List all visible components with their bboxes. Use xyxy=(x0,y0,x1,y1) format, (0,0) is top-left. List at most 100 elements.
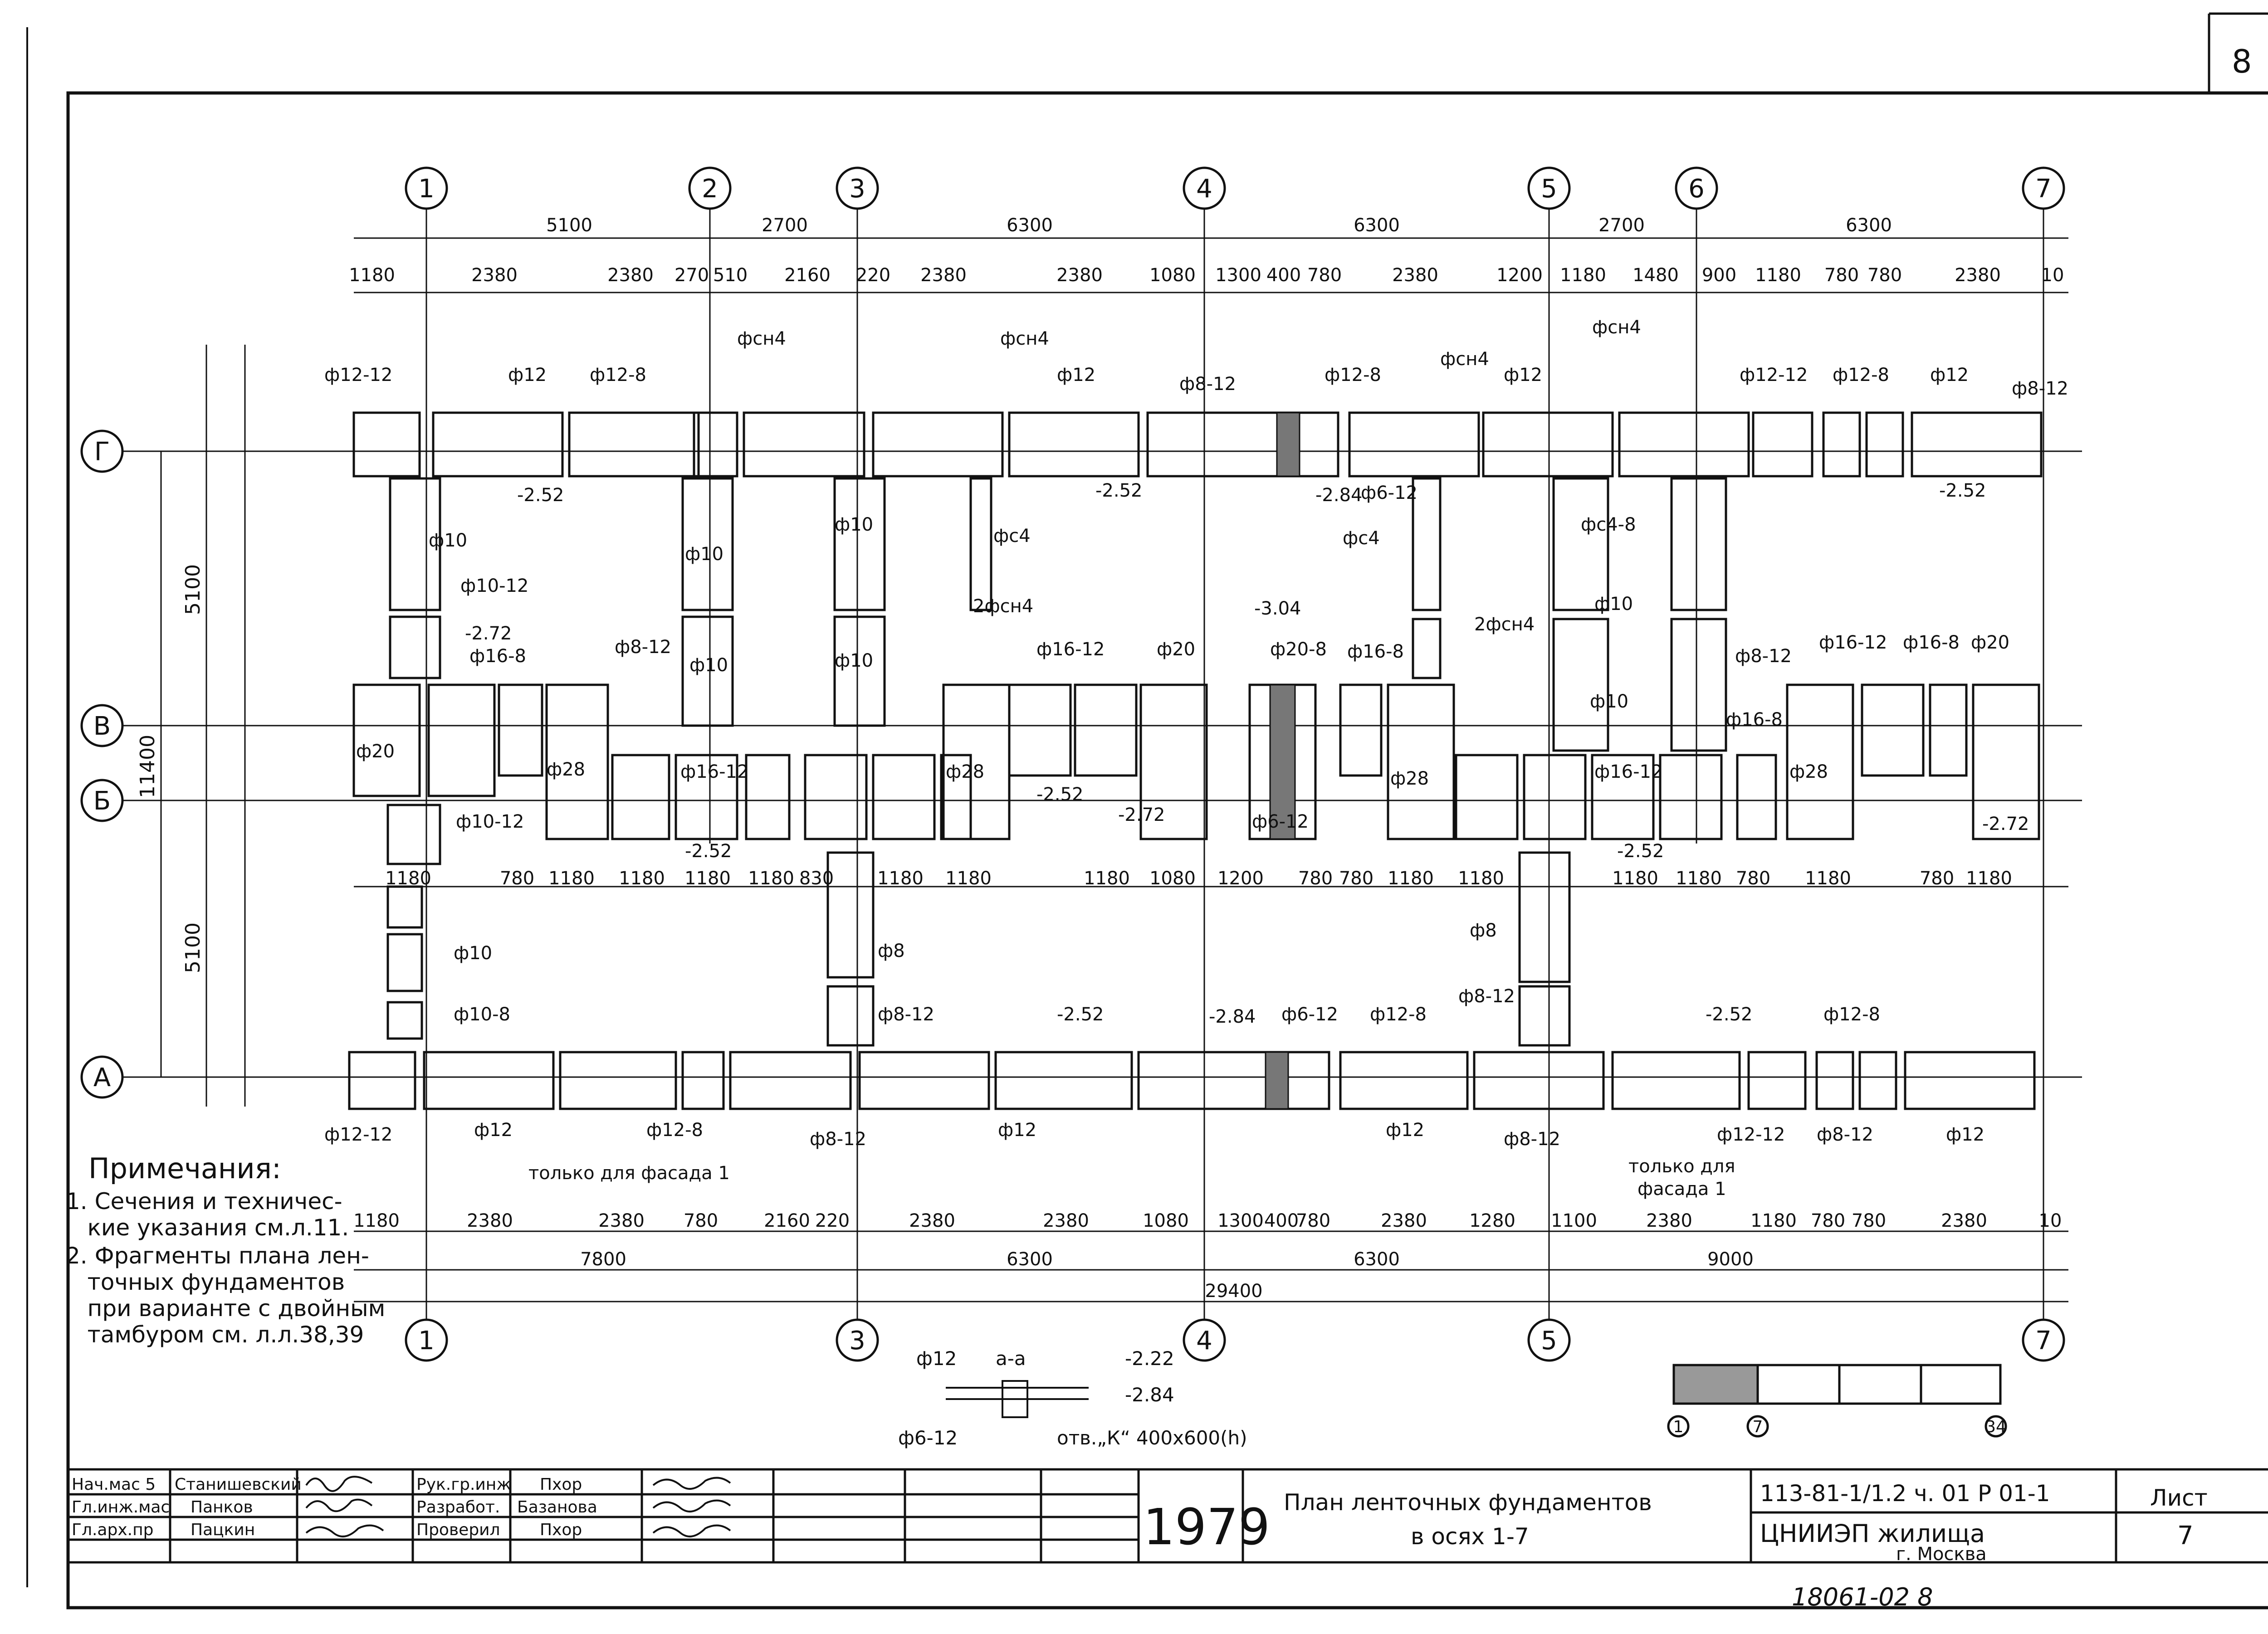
mid-dim: 1180 xyxy=(1612,868,1658,889)
svg-text:5: 5 xyxy=(1541,174,1557,204)
rebar-label: ф12-12 xyxy=(324,1124,392,1145)
tb-sheet-label: Лист xyxy=(2150,1485,2208,1511)
rebar-label: ф8-12 xyxy=(2012,378,2068,399)
rebar-label: ф10-12 xyxy=(456,811,524,832)
span-4-5: 6300 xyxy=(1354,215,1400,236)
svg-text:1: 1 xyxy=(418,1326,435,1356)
bottom-dim: 780 xyxy=(1852,1210,1886,1231)
rebar-label: ф8-12 xyxy=(1504,1129,1560,1150)
total-3-4: 6300 xyxy=(1007,1249,1053,1270)
rebar-label: фсн4 xyxy=(1592,317,1641,338)
top-dim: 2380 xyxy=(471,265,518,286)
rebar-label: ф20-8 xyxy=(1270,639,1327,660)
mid-dim: 1180 xyxy=(1805,868,1851,889)
rebar-label: ф10-8 xyxy=(454,1004,510,1025)
rebar-label: ф28 xyxy=(1390,768,1429,789)
tb-name: Станишевский xyxy=(175,1475,302,1494)
tb-title-2: в осях 1-7 xyxy=(1411,1523,1529,1550)
bottom-dim: 220 xyxy=(815,1210,850,1231)
rebar-label: ф8-12 xyxy=(1179,374,1236,395)
rebar-label: ф12-8 xyxy=(1325,365,1381,385)
section-note: отв.„К“ 400х600(h) xyxy=(1057,1427,1247,1449)
rebar-label: ф10 xyxy=(454,943,492,964)
bottom-dim: 2380 xyxy=(598,1210,645,1231)
svg-text:5: 5 xyxy=(1541,1326,1557,1356)
mid-dim: 780 xyxy=(1736,868,1770,889)
rebar-label: ф16-12 xyxy=(1036,639,1105,660)
hatched-openings xyxy=(1265,412,1300,1110)
tb-role: Разработ. xyxy=(416,1498,500,1517)
tb-code: 113-81-1/1.2 ч. 01 Р 01-1 xyxy=(1760,1480,2050,1507)
rebar-label: ф8 xyxy=(1470,920,1497,941)
rebar-label: ф10 xyxy=(1590,691,1628,712)
signature xyxy=(305,1476,731,1537)
top-dim: 780 xyxy=(1824,265,1859,286)
total-1-3: 7800 xyxy=(580,1249,626,1270)
only-facade-label-b: только для xyxy=(1628,1156,1735,1177)
footer-stamp: 18061-02 8 xyxy=(1792,1583,1933,1611)
mid-dim: 1180 xyxy=(385,868,431,889)
rebar-label: фс4-8 xyxy=(1581,514,1636,535)
rebar-label: ф16-8 xyxy=(1903,632,1960,653)
tb-city: г. Москва xyxy=(1896,1544,1987,1565)
rebar-label: ф28 xyxy=(946,761,984,782)
note-2: 2. Фрагменты плана лен- точных фундамент… xyxy=(66,1243,386,1348)
mid-dim: 1080 xyxy=(1149,868,1196,889)
facade-notes: только для фасада 1 только для фасада 1 xyxy=(528,1156,1735,1200)
rebar-label: фс4 xyxy=(1343,528,1380,549)
level-mark: -3.04 xyxy=(1254,598,1301,619)
top-dim: 1300 xyxy=(1215,265,1261,286)
rebar-label: ф8-12 xyxy=(810,1129,866,1150)
bottom-dim: 2380 xyxy=(909,1210,955,1231)
rebar-label: ф16-12 xyxy=(680,761,748,782)
total-overall: 29400 xyxy=(1205,1281,1262,1302)
svg-text:Б: Б xyxy=(93,786,111,816)
level-marks: -2.52 -2.52 -2.52 -2.84 -2.72 -3.04 -2.5… xyxy=(465,480,2029,1027)
tb-role: Гл.инж.мас xyxy=(72,1498,170,1517)
rebar-label: 2фсн4 xyxy=(1474,614,1535,635)
mid-dim: 1180 xyxy=(1676,868,1722,889)
mid-dim: 1180 xyxy=(684,868,731,889)
total-5-7: 9000 xyxy=(1707,1249,1754,1270)
key-label: 7 xyxy=(1753,1418,1763,1436)
rebar-label: ф12-12 xyxy=(324,365,392,385)
tb-role: Гл.арх.пр xyxy=(72,1521,153,1539)
bottom-dim: 10 xyxy=(2039,1210,2062,1231)
rebar-label: ф8-12 xyxy=(878,1004,934,1025)
title-block-grid xyxy=(68,1468,2268,1564)
top-dim: 2380 xyxy=(1392,265,1438,286)
rebar-label: ф12-8 xyxy=(1370,1004,1427,1025)
section-lvl1: -2.22 xyxy=(1125,1347,1174,1370)
svg-text:7: 7 xyxy=(2035,174,2052,204)
rebar-label: ф6-12 xyxy=(1281,1004,1338,1025)
rebar-label: ф10 xyxy=(835,514,873,535)
level-mark: -2.52 xyxy=(685,841,732,862)
rebar-label: ф6-12 xyxy=(1361,483,1418,503)
rebar-label: фс4 xyxy=(993,526,1031,546)
rebar-label: ф12 xyxy=(998,1120,1036,1141)
tb-role: Проверил xyxy=(416,1521,500,1539)
axis-bubbles xyxy=(80,166,2065,1362)
top-dim: 400 xyxy=(1266,265,1301,286)
rebar-label: ф20 xyxy=(1971,632,2009,653)
span-1-2: 5100 xyxy=(546,215,592,236)
dimension-texts: 5100 2700 6300 6300 2700 6300 1180 2380 … xyxy=(349,215,2064,1302)
page-number: 8 xyxy=(2232,43,2252,80)
level-mark: -2.52 xyxy=(1057,1004,1104,1025)
key-plan xyxy=(1667,1364,2007,1438)
rebar-label: ф28 xyxy=(1789,761,1828,782)
rebar-label: ф10 xyxy=(835,650,873,671)
rebar-label: ф6-12 xyxy=(1252,811,1309,832)
rebar-label: ф20 xyxy=(356,741,395,762)
section-lvl2: -2.84 xyxy=(1125,1384,1174,1406)
bottom-dim: 780 xyxy=(684,1210,718,1231)
section-labels: а-а ф12 -2.22 -2.84 ф6-12 отв.„К“ 400х60… xyxy=(898,1347,1247,1449)
span-3-4: 6300 xyxy=(1007,215,1053,236)
level-mark: -2.84 xyxy=(1315,485,1363,506)
bottom-dim: 400 xyxy=(1264,1210,1299,1231)
key-label: 34 xyxy=(1985,1418,2006,1436)
tb-title-1: План ленточных фундаментов xyxy=(1284,1489,1652,1516)
rebar-label: ф16-8 xyxy=(1726,709,1783,730)
rebar-label: ф10-12 xyxy=(460,576,528,596)
